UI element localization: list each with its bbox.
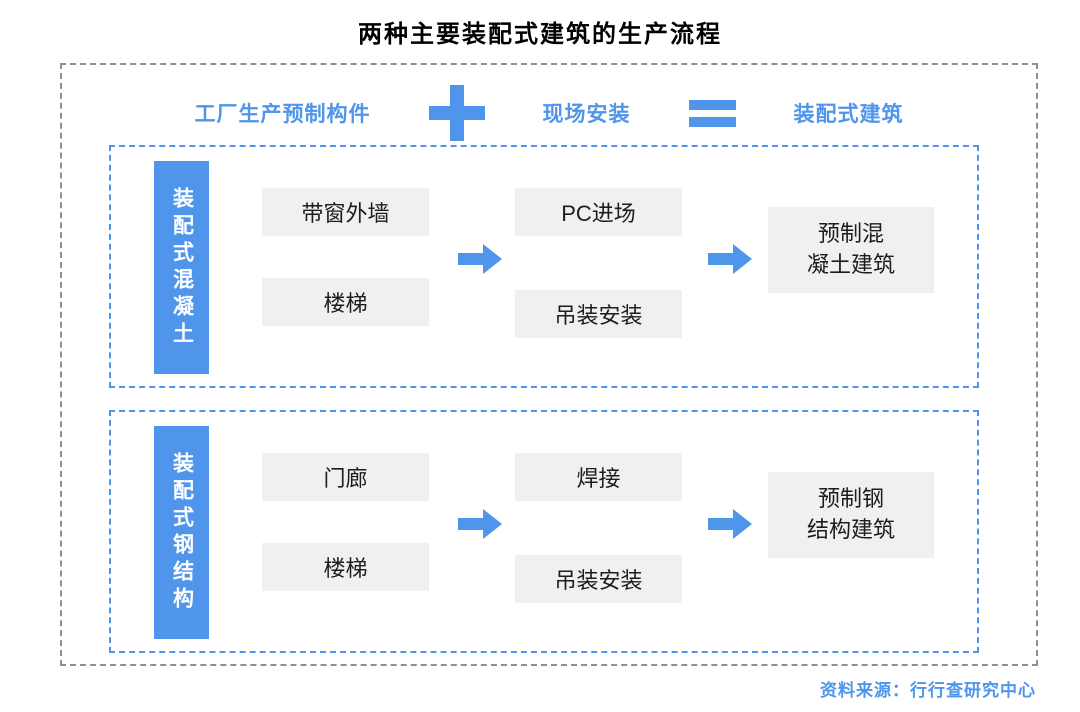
arrow-right-icon [708, 244, 752, 274]
site-step-box: PC进场 [515, 188, 682, 236]
site-step-box: 吊装安装 [515, 555, 682, 603]
section-prefab-steel: 装配式钢结构 门廊 楼梯 焊接 吊装安装 预制钢 结构建筑 [109, 410, 979, 653]
result-box-concrete: 预制混 凝土建筑 [768, 207, 934, 293]
arrow-right-icon [708, 509, 752, 539]
factory-item-box: 楼梯 [262, 278, 429, 326]
prefab-building-label: 装配式建筑 [793, 103, 904, 126]
site-step-box: 焊接 [515, 453, 682, 501]
source-note: 资料来源：行行查研究中心 [820, 681, 1036, 700]
plus-icon [428, 85, 485, 141]
factory-item-box: 带窗外墙 [262, 188, 429, 236]
result-line: 凝土建筑 [806, 252, 895, 277]
category-label-steel: 装配式钢结构 [154, 426, 209, 639]
arrow-right-icon [458, 509, 502, 539]
arrow-right-icon [458, 244, 502, 274]
result-box-steel: 预制钢 结构建筑 [768, 472, 934, 558]
diagram-frame: 工厂生产预制构件 现场安装 装配式建筑 装配式混凝土 带窗外墙 楼梯 PC进场 … [60, 63, 1038, 666]
page-title: 两种主要装配式建筑的生产流程 [358, 21, 722, 48]
factory-item-box: 门廊 [262, 453, 429, 501]
equation-header: 工厂生产预制构件 现场安装 装配式建筑 [62, 83, 1036, 143]
factory-production-label: 工厂生产预制构件 [194, 103, 371, 126]
section-prefab-concrete: 装配式混凝土 带窗外墙 楼梯 PC进场 吊装安装 预制混 凝土建筑 [109, 145, 979, 388]
result-line: 预制钢 [817, 486, 884, 512]
equals-icon [688, 99, 736, 127]
category-label-concrete: 装配式混凝土 [154, 161, 209, 374]
site-step-box: 吊装安装 [515, 290, 682, 338]
site-installation-label: 现场安装 [542, 103, 631, 126]
result-line: 结构建筑 [806, 517, 895, 542]
factory-item-box: 楼梯 [262, 543, 429, 591]
result-line: 预制混 [817, 221, 884, 247]
